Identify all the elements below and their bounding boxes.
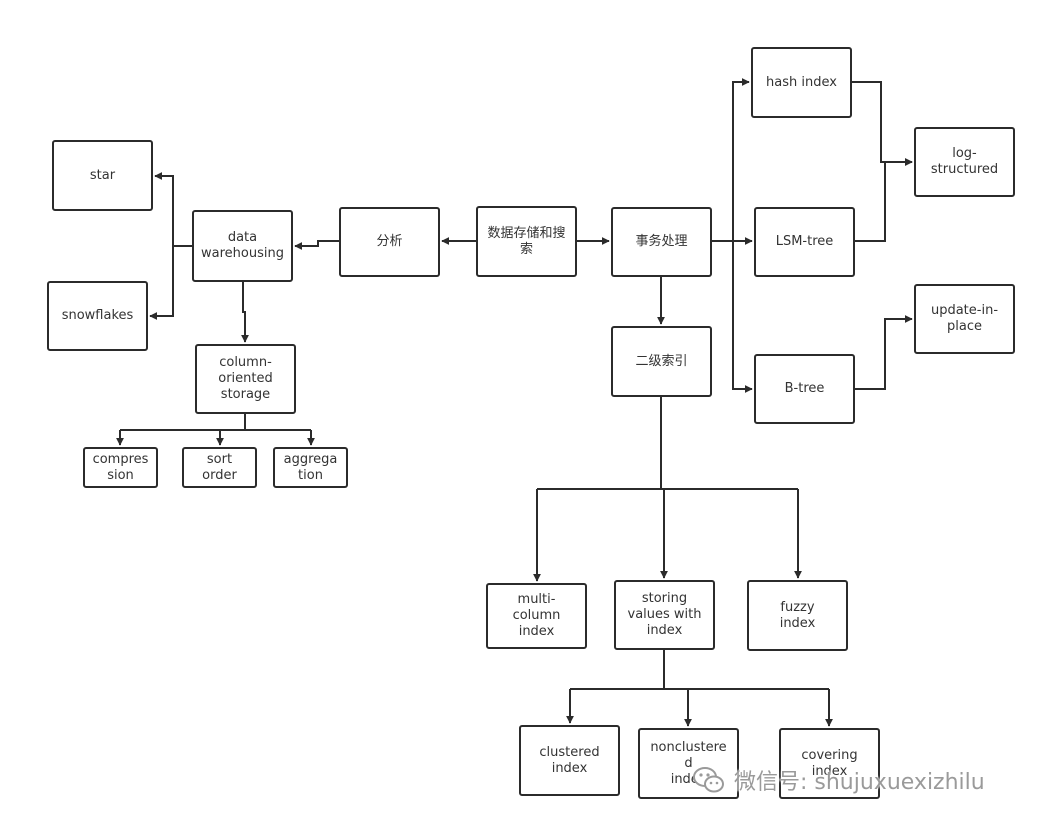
edge-shiwu-to-btree [732,241,753,393]
wechat-icon [693,767,724,793]
edge-warehousing-to-star [154,172,192,247]
watermark: 微信号: shujuxuexizhilu [692,764,985,796]
node-column-storage: column- oriented storage [195,344,296,414]
node-b-tree: B-tree [754,354,855,424]
edge-btree-to-update [855,315,913,390]
node-update-in-place: update-in- place [914,284,1015,354]
edge-shiwu-to-hash [732,78,750,241]
node-fenxi: 分析 [339,207,440,277]
node-shiwu: 事务处理 [611,207,712,277]
node-hash-index: hash index [751,47,852,118]
node-secondary-index: 二级索引 [611,326,712,397]
node-sort-order: sort order [182,447,257,488]
node-fuzzy-index: fuzzy index [747,580,848,651]
node-storing-values-index: storing values with index [614,580,715,650]
node-snowflakes: snowflakes [47,281,148,351]
edge-fenxi-to-warehousing [294,240,339,250]
node-covering-index: covering index [779,728,880,799]
node-lsm-tree: LSM-tree [754,207,855,277]
node-root: 数据存储和搜 索 [476,206,577,277]
edge-lsm-to-log [855,158,913,242]
node-log-structured: log- structured [914,127,1015,197]
node-multi-column-index: multi- column index [486,583,587,649]
node-aggregation: aggrega tion [273,447,348,488]
edge-hash-to-log [852,81,913,166]
node-star: star [52,140,153,211]
edge-warehousing-to-snowflakes [149,246,174,320]
node-data-warehousing: data warehousing [192,210,293,282]
node-compression: compres sion [83,447,158,488]
watermark-text: 微信号: shujuxuexizhilu [734,770,985,795]
node-clustered-index: clustered index [519,725,620,796]
edge-warehousing-to-column [241,282,249,343]
